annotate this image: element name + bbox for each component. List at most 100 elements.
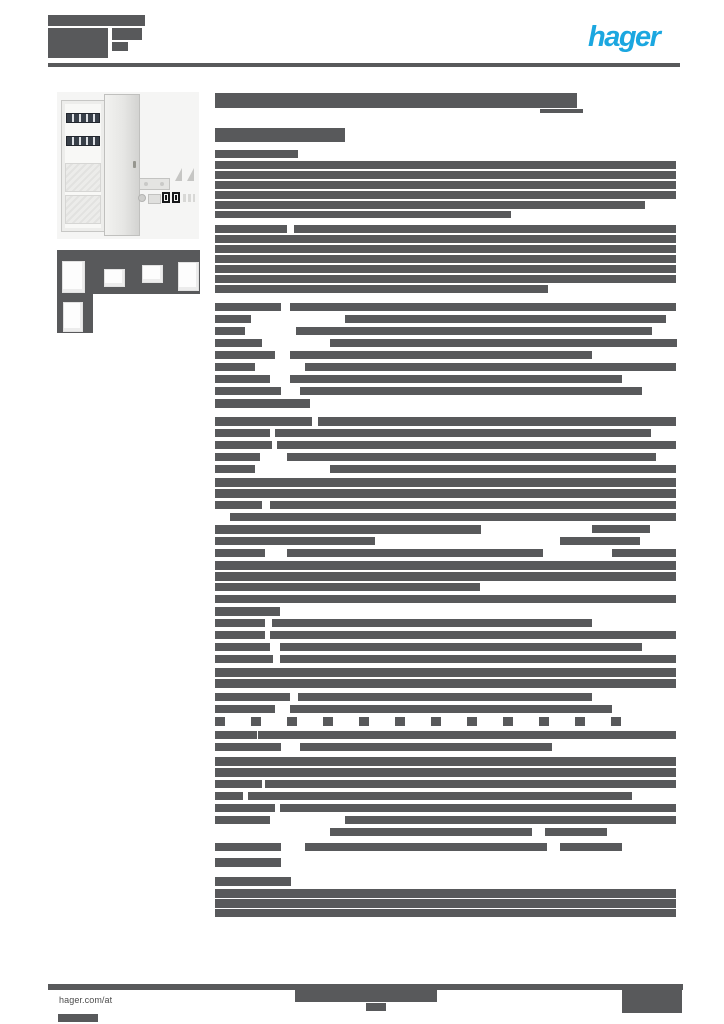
redacted-text-bar	[215, 705, 275, 713]
redacted-text-bar	[503, 717, 513, 726]
redacted-text-bar	[287, 453, 656, 461]
redacted-text-bar	[215, 489, 676, 498]
redacted-text-bar	[345, 816, 676, 824]
redacted-text-bar	[215, 804, 275, 812]
product-thumbnail	[104, 269, 125, 287]
redacted-address-line	[112, 28, 142, 40]
redacted-text-bar	[215, 909, 676, 917]
redacted-text-bar	[215, 899, 676, 908]
redacted-text-bar	[215, 191, 676, 199]
wiring-space-2	[65, 195, 101, 224]
redacted-text-bar	[215, 743, 281, 751]
redacted-text-bar	[296, 327, 652, 335]
redacted-text-bar	[215, 889, 676, 898]
redacted-text-bar	[215, 619, 265, 627]
redacted-text-bar	[258, 731, 676, 739]
redacted-text-bar	[215, 693, 290, 701]
redacted-text-bar	[560, 843, 622, 851]
accessory-screw	[138, 194, 146, 202]
redacted-text-bar	[300, 387, 642, 395]
module-row-1	[66, 113, 100, 123]
product-thumbnail	[178, 262, 199, 291]
redacted-text-bar	[215, 171, 676, 179]
redacted-text-bar	[230, 513, 676, 521]
redacted-text-bar	[359, 717, 369, 726]
redacted-text-bar	[298, 693, 592, 701]
redacted-text-bar	[215, 441, 272, 449]
redacted-text-bar	[215, 757, 676, 766]
redacted-text-bar	[215, 399, 310, 408]
redacted-text-bar	[330, 465, 676, 473]
redacted-text-bar	[215, 93, 577, 108]
redacted-text-bar	[215, 161, 676, 169]
redacted-text-bar	[275, 429, 651, 437]
redacted-text-bar	[575, 717, 585, 726]
redacted-text-bar	[270, 501, 676, 509]
redacted-footer-bar	[58, 1014, 98, 1022]
redacted-footer-bar	[48, 984, 683, 990]
redacted-text-bar	[294, 225, 676, 233]
redacted-text-bar	[215, 478, 676, 487]
redacted-text-bar	[290, 303, 676, 311]
redacted-text-bar	[545, 828, 607, 836]
redacted-text-bar	[215, 877, 291, 886]
website-link[interactable]: hager.com/at	[59, 995, 113, 1005]
redacted-text-bar	[248, 792, 632, 800]
product-thumbnail	[62, 261, 85, 293]
redacted-text-bar	[215, 128, 345, 142]
redacted-text-bar	[215, 327, 245, 335]
redacted-text-bar	[215, 668, 676, 677]
accessory-counter-block	[172, 192, 180, 203]
redacted-text-bar	[305, 843, 547, 851]
redacted-text-bar	[215, 549, 265, 557]
redacted-address-line	[48, 28, 108, 58]
redacted-text-bar	[215, 572, 676, 581]
redacted-text-bar	[215, 595, 676, 603]
door-handle	[133, 161, 136, 168]
redacted-address-line	[112, 42, 128, 51]
redacted-text-bar	[215, 717, 225, 726]
redacted-text-bar	[612, 549, 676, 557]
redacted-text-bar	[215, 655, 273, 663]
redacted-text-bar	[215, 780, 262, 788]
redacted-text-bar	[215, 537, 375, 545]
product-thumbnail	[142, 265, 163, 283]
accessory-rail	[139, 178, 170, 190]
redacted-text-bar	[215, 375, 270, 383]
redacted-footer-bar	[622, 990, 682, 1013]
redacted-text-bar	[215, 417, 312, 426]
wiring-space-1	[65, 163, 101, 192]
redacted-text-bar	[290, 705, 612, 713]
redacted-text-bar	[215, 679, 676, 688]
redacted-text-bar	[215, 351, 275, 359]
redacted-text-bar	[330, 828, 532, 836]
module-row-2	[66, 136, 100, 146]
product-image	[57, 92, 199, 239]
redacted-text-bar	[215, 561, 676, 570]
accessory-bracket	[187, 168, 194, 181]
redacted-text-bar	[540, 109, 583, 113]
redacted-text-bar	[215, 583, 480, 591]
product-thumbnail	[63, 302, 83, 332]
redacted-text-bar	[270, 631, 676, 639]
redacted-text-bar	[280, 643, 642, 651]
redacted-text-bar	[215, 465, 255, 473]
redacted-text-bar	[280, 655, 676, 663]
redacted-text-bar	[395, 717, 405, 726]
redacted-text-bar	[215, 255, 676, 263]
redacted-text-bar	[215, 843, 281, 851]
enclosure-body	[61, 100, 105, 232]
redacted-text-bar	[215, 181, 676, 189]
redacted-text-bar	[215, 858, 281, 867]
redacted-footer-bar	[295, 990, 437, 1002]
redacted-text-bar	[215, 525, 481, 534]
redacted-text-bar	[215, 453, 260, 461]
redacted-text-bar	[215, 235, 676, 243]
hager-logo: hager	[588, 21, 661, 53]
accessory-plate	[148, 194, 161, 204]
redacted-text-bar	[467, 717, 477, 726]
